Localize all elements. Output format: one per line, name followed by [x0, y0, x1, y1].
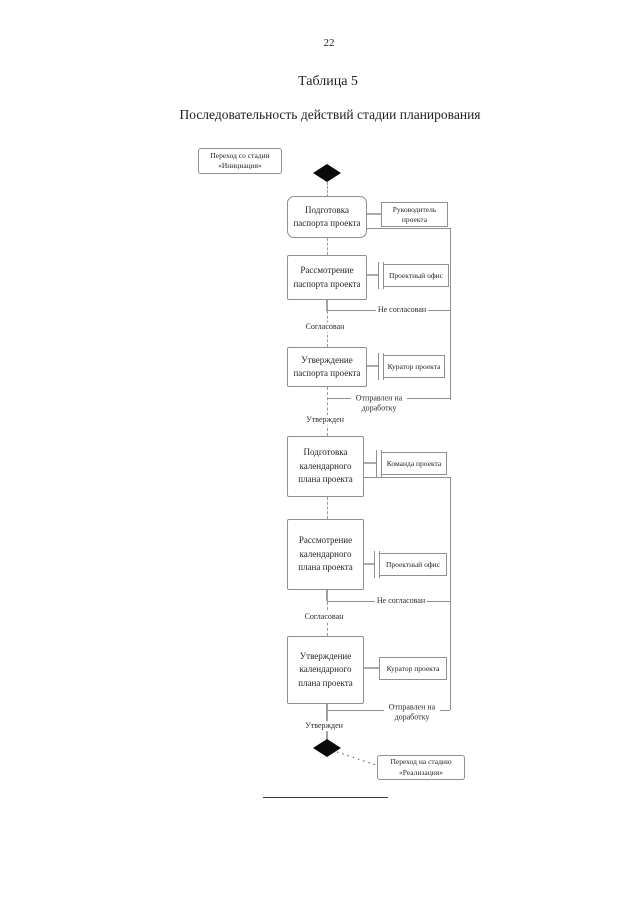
connector-approve-plan-curator: [364, 667, 379, 669]
step-node-review-passport: Рассмотрение паспорта проекта: [287, 255, 367, 300]
step-node-prep-plan: Подготовка календарного плана проекта: [287, 436, 364, 497]
step-node-approve-plan: Утверждение календарного плана проекта: [287, 636, 364, 704]
flow-line-prep-to-review: [327, 238, 328, 255]
flow-line-review-plan-down: [326, 590, 328, 601]
actor-node-project-team: Команда проекта: [376, 450, 447, 477]
edge-label-approved-passport: Утвержден: [304, 415, 346, 425]
step-node-approve-passport: Утверждение паспорта проекта: [287, 347, 367, 387]
actor-node-project-office-plan: Проектный офис: [374, 551, 447, 578]
connector-prep-plan-team: [364, 462, 377, 464]
step-node-review-plan: Рассмотрение календарного плана проекта: [287, 519, 364, 590]
feedback-line-top-horizontal: [367, 228, 451, 229]
edge-label-rework-passport: Отправлен на доработку: [351, 393, 407, 413]
flow-line-start-to-prep: [327, 182, 328, 197]
feedback-line-passport-vertical: [450, 228, 451, 400]
page-number: 22: [323, 37, 335, 49]
end-diamond-icon: [313, 739, 341, 757]
actor-node-curator-passport: Куратор проекта: [378, 353, 445, 380]
connector-review-plan-office: [364, 563, 375, 565]
feedback-line-low-horizontal: [364, 477, 450, 478]
dotted-line-end-to-exit: [334, 748, 380, 770]
page-title: Последовательность действий стадии плани…: [179, 107, 481, 122]
entry-stage-node: Переход со стадии «Инициация»: [198, 148, 282, 174]
connector-review-office: [367, 274, 378, 276]
flow-line-review-down: [326, 300, 328, 311]
feedback-line-plan-vertical: [450, 477, 451, 710]
edge-label-not-agreed-plan: Не согласован: [374, 596, 428, 606]
edge-label-agreed-plan: Согласован: [302, 612, 346, 622]
flow-line-approve-to-prep-plan: [327, 387, 328, 436]
flow-line-prep-plan-to-review-plan: [327, 497, 328, 519]
actor-node-project-manager: Руководитель проекта: [381, 202, 448, 227]
actor-node-project-office-passport: Проектный офис: [378, 262, 449, 289]
actor-node-curator-plan: Куратор проекта: [379, 657, 447, 680]
connector-approve-curator: [367, 365, 378, 367]
edge-label-not-agreed-passport: Не согласован: [375, 305, 429, 315]
edge-label-approved-plan: Утвержден: [303, 721, 345, 731]
step-node-prep-passport: Подготовка паспорта проекта: [287, 196, 367, 238]
start-diamond-icon: [313, 164, 341, 182]
table-caption: Таблица 5: [298, 74, 358, 89]
connector-prep-manager: [367, 213, 381, 215]
edge-label-agreed-passport: Согласован: [303, 322, 347, 332]
exit-stage-node: Переход на стадию «Реализация»: [377, 755, 465, 780]
edge-label-rework-plan: Отправлен на доработку: [384, 702, 440, 722]
footnote-rule: [263, 797, 388, 798]
